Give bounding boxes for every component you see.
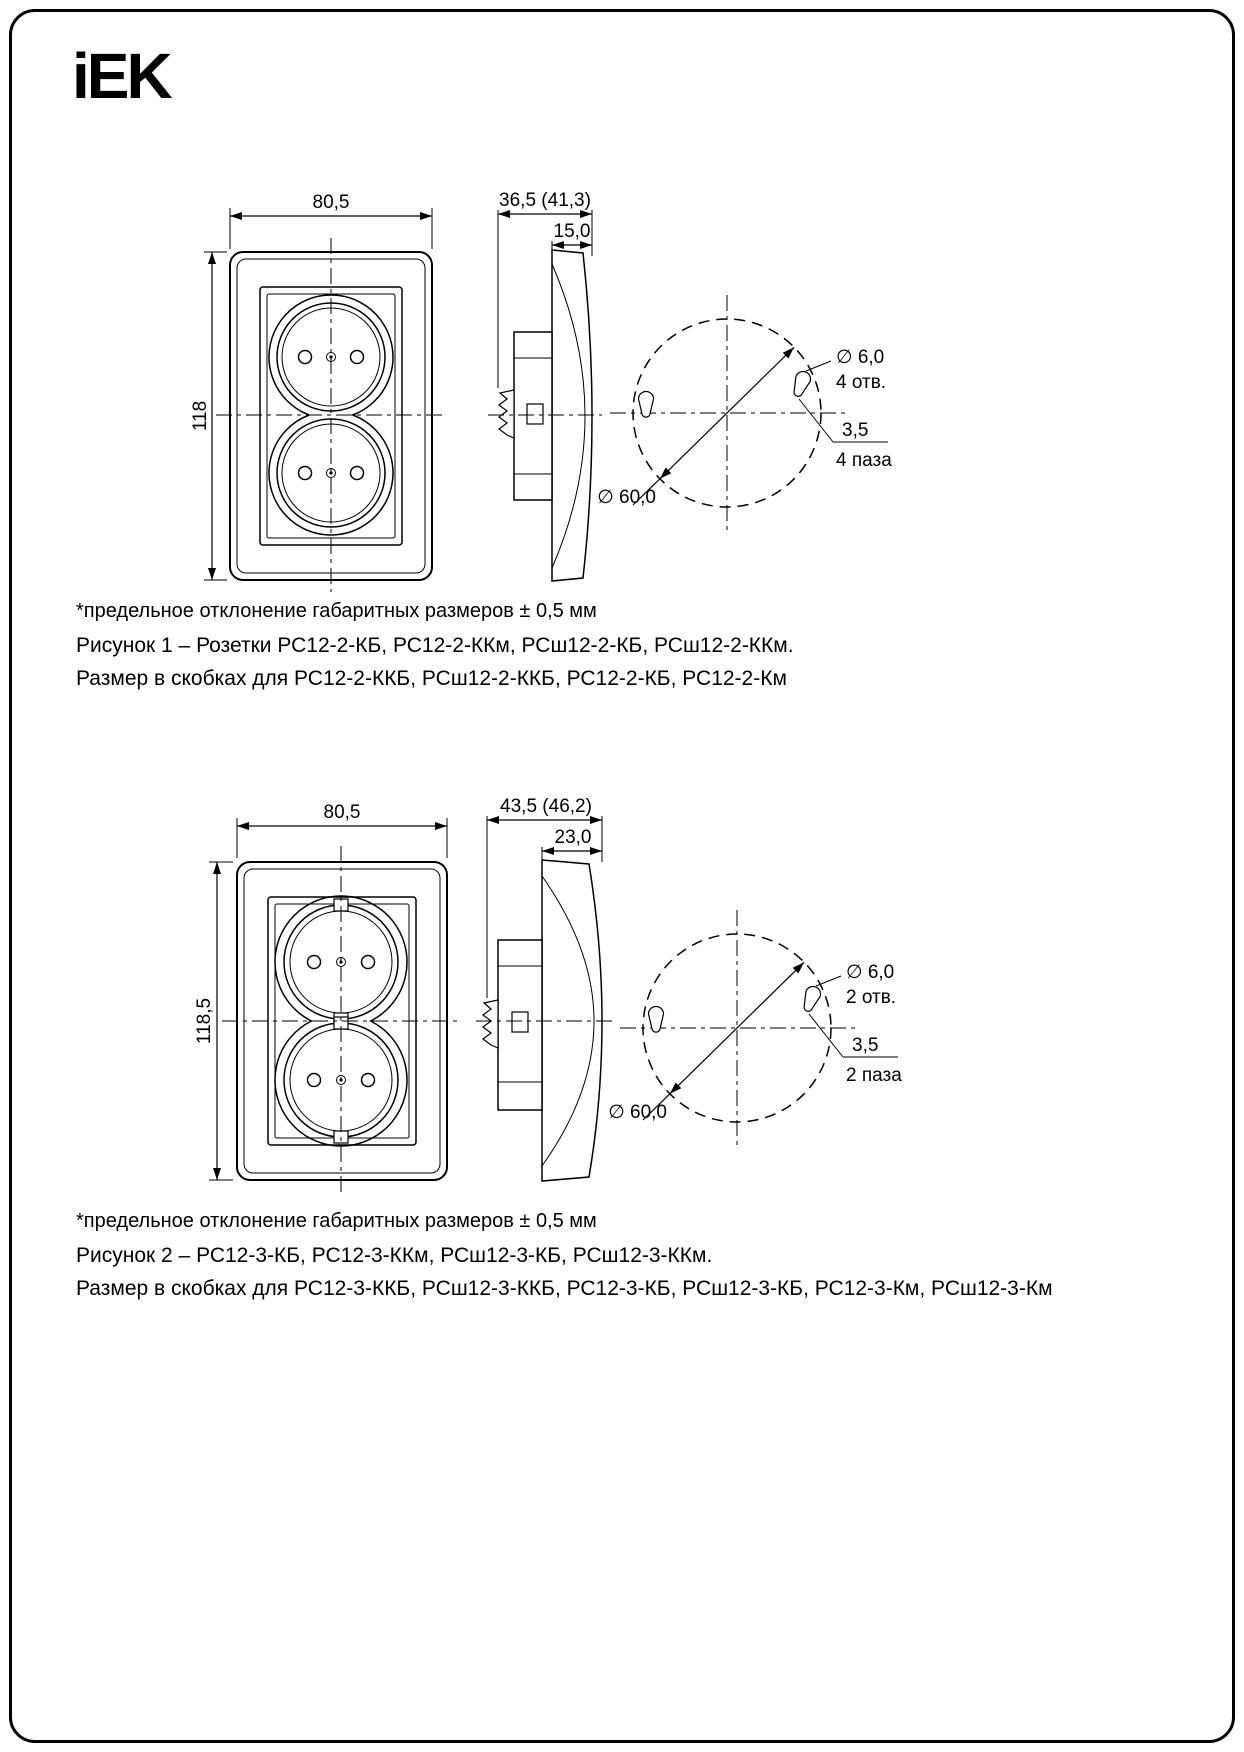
fig1-tolerance-note: *предельное отклонение габаритных размер… — [76, 600, 597, 622]
fig2-hole-count-label: 2 отв. — [846, 987, 896, 1008]
fig2-caption-line2: Размер в скобках для РС12-3-ККБ, РСш12-3… — [76, 1277, 1053, 1300]
fig1-keyhole-right — [793, 370, 812, 397]
fig2-keyhole-right — [803, 985, 822, 1012]
fig2-tolerance-note: *предельное отклонение габаритных размер… — [76, 1210, 597, 1232]
fig1-depth-total-dim: 36,5 (41,3) — [499, 190, 591, 211]
fig2-circle-dia-dim: ∅ 60,0 — [608, 1102, 667, 1123]
fig2-keyhole-left — [647, 1005, 665, 1033]
fig2-height-dim: 118,5 — [194, 998, 215, 1044]
fig1-side-view: 36,5 (41,3) 15,0 — [488, 190, 602, 582]
fig1-caption-line1: Рисунок 1 – Розетки РС12-2-КБ, РС12-2-КК… — [76, 634, 794, 657]
fig2-slot-width-label: 3,5 — [852, 1035, 878, 1056]
fig1-width-dim: 80,5 — [313, 192, 350, 213]
fig1-circle-dia-dim: ∅ 60,0 — [597, 487, 656, 508]
fig2-depth-total-dim: 43,5 (46,2) — [500, 796, 592, 817]
page-border — [9, 9, 1235, 1743]
fig2-slot-count-label: 2 паза — [846, 1065, 902, 1086]
fig2-mounting-claw — [482, 999, 499, 1049]
fig2-width-dim: 80,5 — [324, 802, 361, 823]
fig1-front-view: 80,5 118 — [190, 192, 446, 592]
fig1-mounting-claw — [498, 389, 515, 439]
figure2-drawing: 80,5 118,5 43,5 (46,2) 23,0 — [194, 796, 902, 1196]
fig1-depth-plate-dim: 15,0 — [554, 221, 591, 242]
fig2-front-view: 80,5 118,5 — [194, 802, 460, 1196]
fig1-hole-count-label: 4 отв. — [836, 372, 886, 393]
fig1-keyhole-left — [637, 390, 655, 418]
fig2-side-view: 43,5 (46,2) 23,0 — [476, 796, 612, 1182]
figure1-drawing: 80,5 118 36,5 (41,3) 15,0 — [190, 190, 892, 592]
fig2-depth-plate-dim: 23,0 — [555, 827, 592, 848]
fig2-mounting-view: ∅ 60,0 ∅ 6,0 2 отв. 3,5 2 паза — [608, 910, 902, 1145]
fig2-caption-line1: Рисунок 2 – РС12-3-КБ, РС12-3-ККм, РСш12… — [76, 1244, 713, 1267]
fig1-hole-dia-label: ∅ 6,0 — [836, 347, 884, 368]
fig1-slot-width-label: 3,5 — [842, 420, 868, 441]
fig2-hole-dia-label: ∅ 6,0 — [846, 962, 894, 983]
fig1-mounting-view: ∅ 60,0 ∅ 6,0 4 отв. 3,5 4 паза — [597, 295, 892, 530]
fig1-height-dim: 118 — [190, 401, 211, 431]
fig1-slot-count-label: 4 паза — [836, 450, 892, 471]
fig1-caption-line2: Размер в скобках для РС12-2-ККБ, РСш12-2… — [76, 667, 787, 690]
iek-logo: iEK — [72, 40, 173, 112]
